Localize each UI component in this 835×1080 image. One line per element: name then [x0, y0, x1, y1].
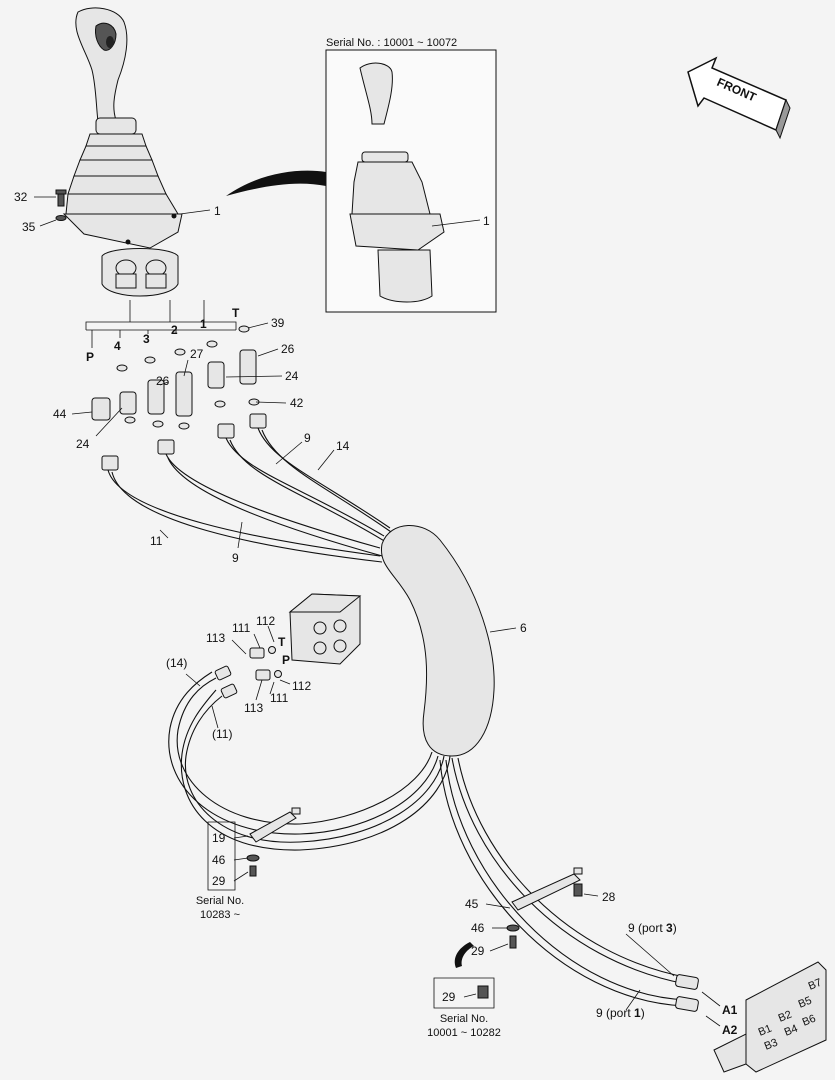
callout-24a: 24	[285, 369, 299, 383]
callout-39: 39	[271, 316, 285, 330]
port-label-4: 4	[114, 339, 121, 353]
plate-label-b7: B7	[807, 977, 824, 993]
plate-label-b4: B4	[783, 1023, 800, 1039]
callouts: 32 35 1 39 26 24 42 26 27 44 24 9 14 11 …	[14, 190, 738, 1037]
callout-111b: 111	[270, 691, 289, 705]
serial-note-1-line1: Serial No.	[196, 895, 244, 907]
valve-block	[249, 593, 362, 681]
callout-14-ref: (14)	[166, 656, 187, 670]
serial-note-2-line2: 10001 ~ 10282	[427, 1027, 501, 1039]
plate-label-b1: B1	[757, 1023, 774, 1039]
serial-notes: Serial No. 10283 ~ Serial No. 10001 ~ 10…	[196, 895, 501, 1039]
inset-serial-label: Serial No. : 10001 ~ 10072	[326, 37, 457, 49]
port-label-p: P	[86, 350, 94, 364]
callout-9a: 9	[304, 431, 311, 445]
hoses-upper	[107, 427, 395, 563]
port-label-3: 3	[143, 332, 150, 346]
callout-26b: 26	[156, 374, 170, 388]
callout-11-ref: (11)	[212, 727, 232, 741]
callout-29c: 29	[442, 990, 456, 1004]
callout-a2: A2	[722, 1023, 738, 1037]
callout-29b: 29	[471, 944, 485, 958]
callout-9b: 9	[232, 551, 239, 565]
callout-9-port1: 9 (port 1)	[596, 1006, 645, 1020]
port-plate: B1 B2 B3 B4 B5 B6 B7	[713, 961, 827, 1073]
inset-variant: Serial No. : 10001 ~ 10072 1	[226, 37, 497, 313]
leader-lines	[34, 196, 721, 1027]
serial-note-2-line1: Serial No.	[440, 1013, 488, 1025]
callout-29a: 29	[212, 874, 226, 888]
serial-note-1-line2: 10283 ~	[200, 909, 240, 921]
callout-1: 1	[214, 204, 221, 218]
inset-callout-1: 1	[483, 214, 490, 228]
callout-28: 28	[602, 890, 616, 904]
plate-label-b3: B3	[763, 1037, 780, 1053]
fittings	[91, 325, 267, 471]
callout-45: 45	[465, 897, 479, 911]
clamps	[246, 807, 583, 999]
callout-24b: 24	[76, 437, 90, 451]
joystick-assembly	[55, 7, 183, 297]
front-direction-arrow: FRONT	[687, 56, 791, 140]
callout-14: 14	[336, 439, 350, 453]
callout-112a: 112	[256, 614, 275, 628]
port-label-t: T	[232, 306, 240, 320]
callout-a1: A1	[722, 1003, 738, 1017]
callout-44: 44	[53, 407, 67, 421]
callout-t: T	[278, 635, 286, 649]
callout-46a: 46	[212, 853, 226, 867]
callout-11: 11	[150, 534, 163, 548]
callout-111a: 111	[232, 621, 251, 635]
callout-32: 32	[14, 190, 28, 204]
callout-p: P	[282, 653, 290, 667]
plate-label-b2: B2	[777, 1009, 794, 1025]
callout-6: 6	[520, 621, 527, 635]
callout-19: 19	[212, 831, 226, 845]
protective-sleeve	[380, 525, 495, 757]
callout-46b: 46	[471, 921, 485, 935]
callout-27: 27	[190, 347, 204, 361]
port-label-2: 2	[171, 323, 178, 337]
callout-35: 35	[22, 220, 36, 234]
callout-113a: 113	[206, 631, 225, 645]
callout-26a: 26	[281, 342, 295, 356]
port-bracket	[85, 300, 237, 348]
plate-label-b5: B5	[797, 995, 814, 1011]
callout-9-port3: 9 (port 3)	[628, 921, 677, 935]
port-label-1: 1	[200, 317, 207, 331]
port-labels: P 4 3 2 1 T	[86, 306, 240, 364]
callout-42: 42	[290, 396, 304, 410]
callout-112b: 112	[292, 679, 311, 693]
callout-113b: 113	[244, 701, 263, 715]
plate-label-b6: B6	[801, 1013, 818, 1029]
